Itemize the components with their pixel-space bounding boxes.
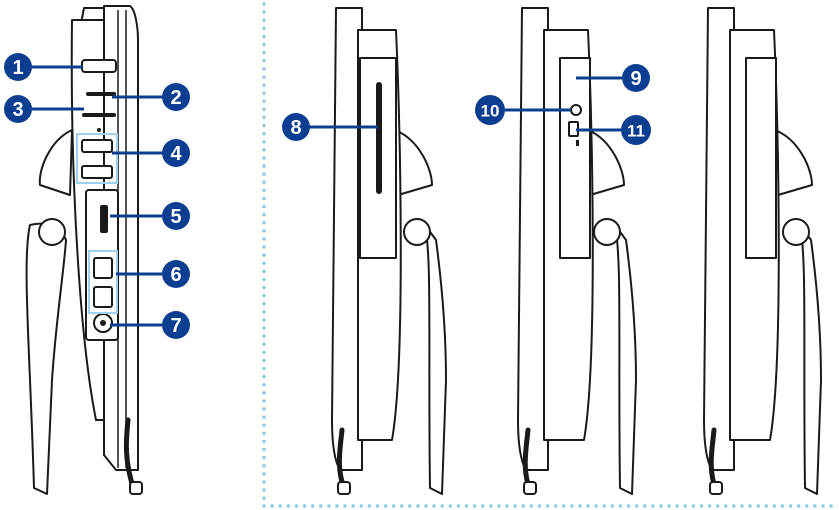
- callout-9: 9: [622, 64, 650, 92]
- stand-hinge: [782, 218, 810, 246]
- cable-plug: [523, 481, 537, 495]
- callout-2: 2: [162, 83, 190, 111]
- callout-6-badge: [162, 260, 190, 288]
- callout-10: 10: [475, 95, 505, 125]
- callout-9-label: 9: [630, 68, 641, 90]
- callout-badges: 1 2 3 4 5 6 7 8 9 10 11: [4, 53, 651, 339]
- callout-7-label: 7: [170, 315, 181, 337]
- callout-4-label: 4: [170, 143, 182, 165]
- callout-7-badge: [162, 311, 190, 339]
- slim-slot: [376, 82, 382, 194]
- callout-11-label: 11: [627, 122, 645, 141]
- rear-shell: [774, 129, 813, 196]
- right-side-view-odd: [517, 7, 637, 495]
- drive-led: [576, 140, 579, 146]
- stand: [799, 224, 822, 495]
- callout-6: 6: [162, 260, 190, 288]
- cable-plug: [709, 481, 723, 495]
- stand: [424, 224, 447, 495]
- slot-3: [82, 113, 116, 117]
- callout-11: 11: [621, 115, 651, 145]
- callout-10-badge: [475, 95, 505, 125]
- right-side-view-plain: [703, 7, 822, 495]
- usb-port-b: [81, 165, 113, 179]
- callout-1: 1: [4, 53, 32, 81]
- callout-5-badge: [162, 202, 190, 230]
- stand-hinge: [403, 218, 431, 246]
- front-bezel: [703, 7, 735, 471]
- rear-shell: [587, 129, 625, 196]
- callout-4-badge: [162, 139, 190, 167]
- port-6a: [93, 257, 113, 279]
- stand-hinge: [593, 218, 621, 246]
- callout-8-badge: [282, 113, 310, 141]
- usb-port-a: [81, 139, 113, 153]
- leader-lines: [32, 65, 622, 327]
- optical-drive-bay: [559, 57, 591, 259]
- callout-3-label: 3: [12, 99, 23, 121]
- cable-plug: [129, 481, 143, 495]
- port-group-highlight-box: [88, 250, 118, 314]
- callout-1-badge: [4, 53, 32, 81]
- callout-9-badge: [622, 64, 650, 92]
- stand: [25, 222, 67, 495]
- drive-bay: [745, 57, 777, 259]
- callout-6-label: 6: [170, 264, 181, 286]
- callout-3-badge: [4, 95, 32, 123]
- usb-group-highlight-box: [76, 133, 118, 184]
- card-reader-slot: [100, 205, 108, 233]
- slot-2: [86, 92, 116, 96]
- callout-3: 3: [4, 95, 32, 123]
- rear-shell: [38, 129, 73, 196]
- callout-4: 4: [162, 139, 190, 167]
- stand-hinge: [38, 218, 66, 246]
- callout-10-label: 10: [481, 102, 500, 121]
- front-bezel: [517, 7, 549, 471]
- callout-7: 7: [162, 311, 190, 339]
- callout-8-label: 8: [290, 117, 301, 139]
- port-top-slot: [81, 59, 117, 73]
- left-side-view: [25, 5, 143, 495]
- front-bezel: [331, 7, 363, 471]
- eject-button: [570, 104, 582, 116]
- dc-jack-pin: [100, 320, 106, 326]
- port-6b: [93, 286, 113, 308]
- right-side-view-slot: [331, 7, 447, 495]
- stand: [614, 224, 637, 495]
- cable-plug: [337, 481, 351, 495]
- callout-5-label: 5: [170, 206, 181, 228]
- rear-shell: [394, 129, 433, 196]
- callout-8: 8: [282, 113, 310, 141]
- callout-5: 5: [162, 202, 190, 230]
- callout-2-label: 2: [170, 87, 181, 109]
- dotted-divider-frame: [262, 2, 838, 508]
- callout-1-label: 1: [12, 57, 23, 79]
- callout-11-badge: [621, 115, 651, 145]
- indicator-led: [97, 128, 101, 132]
- callout-2-badge: [162, 83, 190, 111]
